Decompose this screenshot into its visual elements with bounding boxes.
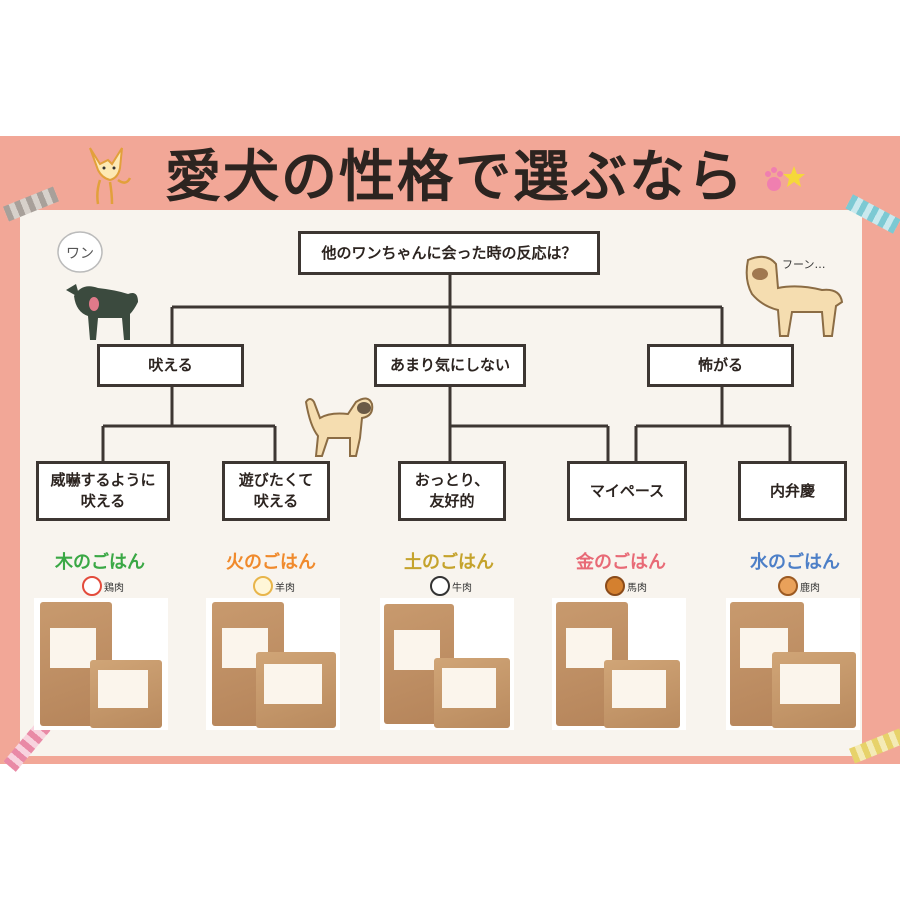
paw-icon [765, 166, 805, 191]
deer-icon [778, 576, 798, 596]
answer-text-scared: 怖がる [697, 356, 743, 374]
answer-text-not-care: あまり気にしない [389, 356, 510, 374]
barking-dog-illustration: ワン [57, 231, 138, 340]
type-box-friendly: おっとり、 友好的 [398, 461, 506, 521]
product-photo-earth [380, 598, 514, 730]
product-bag-small [604, 660, 680, 728]
food-name-earth: 土のごはん [404, 552, 494, 573]
food-name-water: 水のごはん [750, 552, 840, 573]
product-label [98, 670, 148, 708]
cow-icon [430, 576, 450, 596]
chihuahua-icon [89, 147, 132, 205]
food-name-wood: 木のごはん [55, 552, 145, 573]
type-text-my-pace: マイペース [589, 481, 665, 500]
meat-text-horse: 馬肉 [627, 582, 647, 594]
product-bag-small [90, 660, 162, 728]
chicken-icon [82, 576, 102, 596]
type-box-my-pace: マイペース [567, 461, 687, 521]
type-text-introvert: 内弁慶 [769, 481, 815, 500]
answer-text-bark: 吠える [148, 356, 193, 374]
meat-label-chicken: 鶏肉 [82, 576, 124, 596]
meat-text-lamb: 羊肉 [275, 582, 295, 594]
sheep-icon [253, 576, 273, 596]
meat-label-beef: 牛肉 [430, 576, 472, 596]
meat-label-horse: 馬肉 [605, 576, 647, 596]
food-name-metal: 金のごはん [576, 552, 666, 573]
product-photo-metal [552, 598, 686, 730]
answer-box-scared: 怖がる [647, 344, 794, 387]
horse-icon [605, 576, 625, 596]
type-box-introvert: 内弁慶 [738, 461, 847, 521]
meat-label-venison: 鹿肉 [778, 576, 820, 596]
meat-text-venison: 鹿肉 [800, 582, 820, 594]
type-text-friendly: おっとり、 友好的 [414, 471, 490, 510]
product-label [780, 664, 840, 704]
scared-dog-illustration: フーン… [745, 255, 844, 337]
question-box: 他のワンちゃんに会った時の反応は？ [298, 231, 600, 275]
speech-bark: ワン [66, 246, 94, 262]
product-bag-small [256, 652, 336, 728]
product-label [442, 668, 496, 708]
product-photo-water [726, 598, 860, 730]
type-text-play-bark: 遊びたくて 吠える [238, 471, 314, 510]
meat-label-lamb: 羊肉 [253, 576, 295, 596]
meat-text-chicken: 鶏肉 [104, 582, 124, 594]
page-title: 愛犬の性格で選ぶなら [165, 145, 745, 210]
answer-box-bark: 吠える [97, 344, 244, 387]
product-bag-small [772, 652, 856, 728]
speech-hmph: フーン… [782, 258, 825, 271]
playful-dog-illustration [304, 397, 374, 457]
product-photo-fire [206, 598, 340, 730]
type-box-play-bark: 遊びたくて 吠える [222, 461, 330, 521]
type-text-threat-bark: 威嚇するように 吠える [50, 471, 156, 510]
product-label [612, 670, 666, 708]
question-text: 他のワンちゃんに会った時の反応は？ [321, 243, 577, 262]
product-photo-wood [34, 598, 168, 730]
product-label [394, 630, 440, 670]
product-bag-large [556, 602, 628, 726]
type-box-threat-bark: 威嚇するように 吠える [36, 461, 170, 521]
product-label [50, 628, 96, 668]
meat-text-beef: 牛肉 [452, 582, 472, 594]
food-name-fire: 火のごはん [226, 552, 316, 573]
answer-box-not-care: あまり気にしない [374, 344, 526, 387]
product-bag-small [434, 658, 510, 728]
product-label [264, 664, 322, 704]
